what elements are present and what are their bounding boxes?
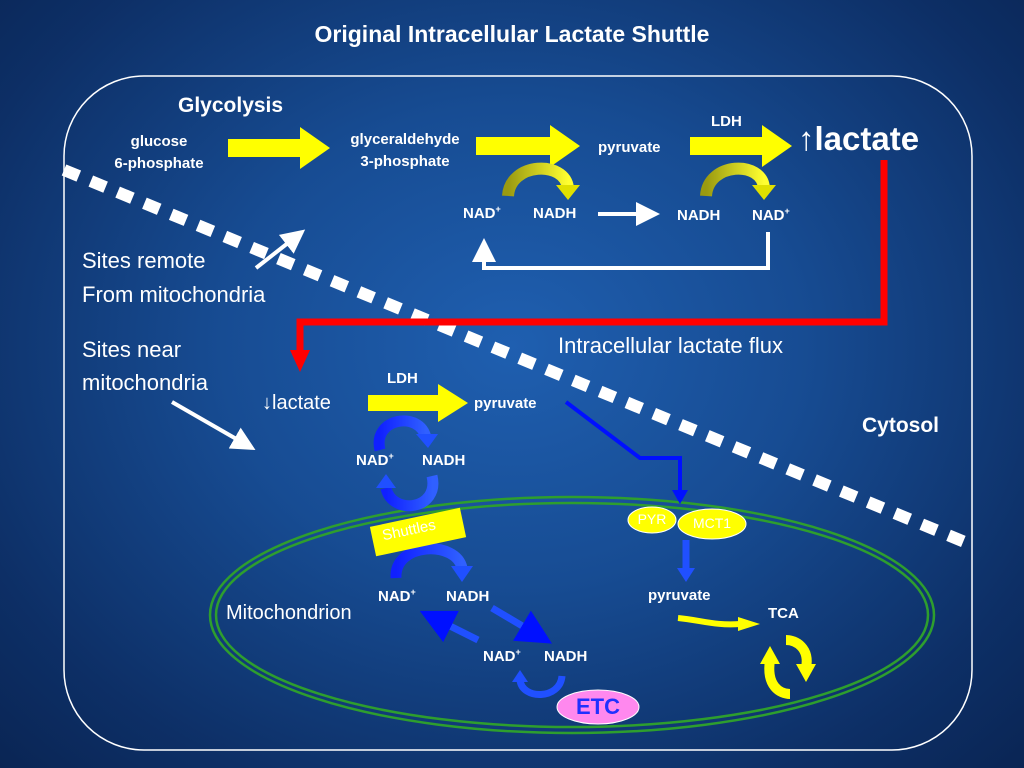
pyruvate-label-lower: pyruvate	[474, 395, 537, 412]
arrow-mct1-head	[677, 568, 695, 582]
sites-near-line2: mitochondria	[82, 370, 208, 395]
g3p-label-line2: 3-phosphate	[360, 153, 450, 170]
nad-left-upper: NAD+	[463, 204, 501, 223]
arrow-sites-near	[171, 400, 256, 450]
lactate-flux-label: Intracellular lactate flux	[558, 333, 783, 358]
ldh-label-upper: LDH	[711, 113, 742, 130]
arrow-pyruvate-to-tca-head	[738, 617, 760, 631]
lactate-decrease-label: ↓lactate	[262, 392, 331, 414]
nadh-left-upper: NADH	[533, 205, 577, 222]
shuttles-box	[369, 507, 467, 557]
sites-near-line1: Sites near	[82, 337, 182, 362]
pyruvate-label-mito: pyruvate	[648, 587, 711, 604]
nad-mito: NAD+	[378, 587, 416, 606]
page-title: Original Intracellular Lactate Shuttle	[314, 21, 710, 47]
cell-boundary	[63, 75, 973, 751]
down-arrow-icon: ↓	[262, 392, 272, 414]
arrow-nad-return	[472, 232, 770, 270]
nad-etc: NAD+	[483, 647, 521, 666]
arrow-nadh-to-etc	[490, 604, 553, 644]
arrow-glucose-to-g3p	[228, 127, 330, 169]
pyruvate-transport-arrowhead	[672, 490, 688, 504]
nadh-right-upper: NADH	[677, 207, 721, 224]
arrow-sites-remote	[254, 229, 306, 270]
arrow-lactate-to-pyruvate	[368, 384, 468, 422]
nadh-mito: NADH	[446, 588, 490, 605]
cycle-arc-upper-right	[700, 162, 770, 198]
cycle-arc-head-upper-right	[752, 185, 776, 200]
membrane-dashed-line	[61, 164, 975, 551]
tca-label: TCA	[768, 605, 799, 622]
arrow-etc-to-nad	[419, 610, 480, 644]
cycle-arc-mito	[390, 543, 468, 579]
cycle-arc-ldh-bottom	[380, 474, 439, 512]
cycle-arc-upper-left	[502, 162, 574, 198]
pyr-label: PYR	[637, 511, 667, 527]
nad-right-upper: NAD+	[752, 206, 790, 225]
tca-cycle-head-bottom	[796, 664, 816, 682]
etc-oval	[556, 689, 640, 725]
nadh-lower: NADH	[422, 452, 466, 469]
nad-lower: NAD+	[356, 451, 394, 470]
arrow-g3p-to-pyruvate	[476, 125, 580, 167]
ldh-label-lower: LDH	[387, 370, 418, 387]
pyr-oval	[627, 506, 677, 534]
glycolysis-heading: Glycolysis	[178, 94, 284, 117]
sites-remote-line1: Sites remote	[82, 248, 206, 273]
lactate-flux-path	[296, 160, 888, 352]
tca-cycle-left-arc	[764, 659, 791, 699]
cycle-arc-head-upper-left	[556, 185, 580, 200]
mct1-label: MCT1	[692, 515, 732, 531]
arrow-pyruvate-to-lactate	[690, 125, 792, 167]
cycle-arc-head-etc	[512, 670, 528, 682]
cycle-arc-ldh-top-left	[373, 415, 432, 452]
up-arrow-icon: ↑	[798, 120, 815, 157]
arrow-pyruvate-to-tca	[677, 615, 741, 628]
cycle-arc-etc	[516, 675, 566, 698]
mitochondrion-outer-membrane	[208, 495, 936, 735]
cycle-arc-head-mito	[451, 566, 473, 582]
lactate-flux-arrowhead	[290, 350, 310, 372]
cycle-arc-head-ldh-top	[416, 434, 438, 448]
tca-cycle-right-arc	[785, 635, 812, 669]
cytosol-label: Cytosol	[862, 414, 940, 437]
glucose-label-line2: 6-phosphate	[114, 155, 204, 172]
nadh-etc: NADH	[544, 648, 588, 665]
cycle-arc-head-ldh-bottom	[376, 474, 396, 488]
lactate-increase-label: ↑lactate	[798, 120, 920, 157]
mitochondrion-label: Mitochondrion	[226, 602, 352, 624]
pyruvate-label-upper: pyruvate	[598, 139, 661, 156]
mitochondrion-inner-membrane	[214, 501, 930, 729]
sites-remote-line2: From mitochondria	[82, 282, 266, 307]
tca-cycle-head-top	[760, 646, 780, 664]
mct1-oval	[677, 508, 747, 540]
etc-label: ETC	[576, 694, 620, 719]
glucose-label-line1: glucose	[130, 133, 188, 150]
pyruvate-transport-path	[564, 400, 682, 492]
g3p-label-line1: glyceraldehyde	[350, 131, 460, 148]
